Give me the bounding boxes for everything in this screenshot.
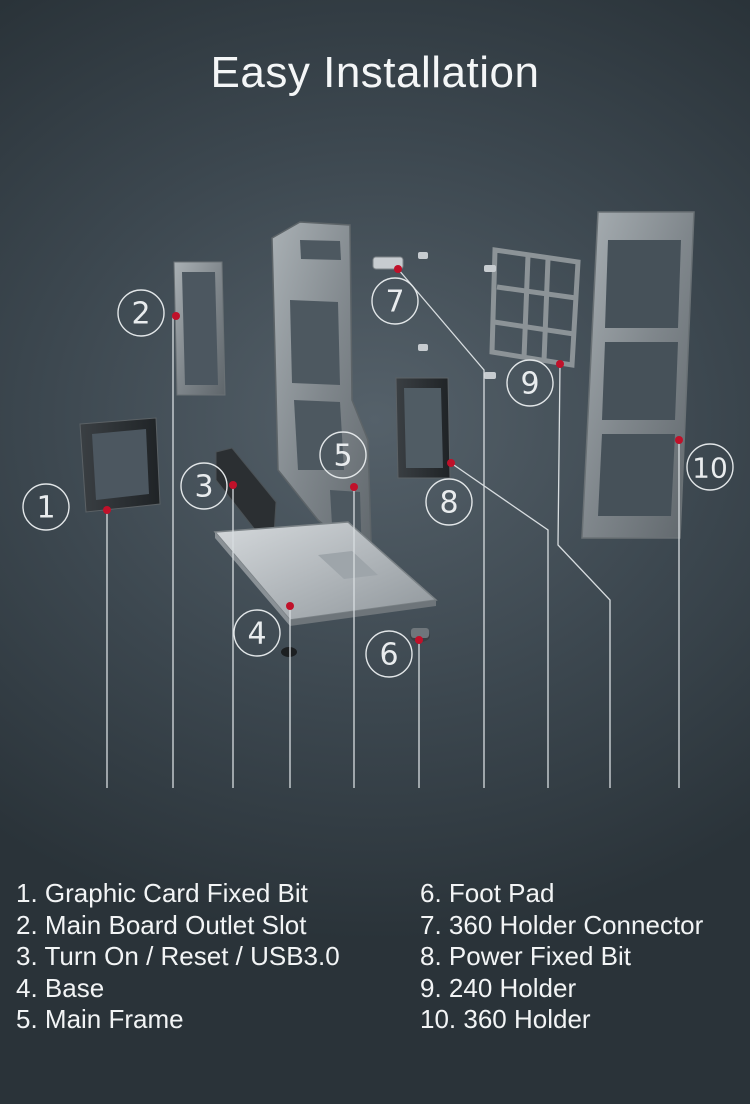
part-main-frame	[271, 221, 373, 576]
callout-circle-10	[686, 443, 734, 491]
marker-9	[556, 360, 564, 368]
callout-numbers: 1 2 3 4 5 6 7 8 9 10	[36, 285, 727, 673]
part-graphic-card-fixed-bit	[79, 417, 161, 513]
marker-1	[103, 506, 111, 514]
marker-7	[394, 265, 402, 273]
part-power-reset-usb-panel	[215, 447, 277, 537]
callout-circle-7	[371, 277, 419, 325]
callout-number-10: 10	[692, 452, 728, 485]
leader-lines	[106, 268, 680, 788]
legend-item: 1. Graphic Card Fixed Bit	[16, 878, 308, 908]
legend-item: 5. Main Frame	[16, 1004, 184, 1034]
page-title: Easy Installation	[210, 48, 540, 97]
callout-circle-8	[425, 478, 473, 526]
callout-number-2: 2	[131, 297, 150, 332]
part-360-holder	[581, 211, 695, 539]
marker-3	[229, 481, 237, 489]
leader-line-9	[557, 363, 611, 788]
callout-circle-2	[117, 289, 165, 337]
marker-10	[675, 436, 683, 444]
callout-circle-9	[506, 359, 554, 407]
part-base	[213, 521, 438, 626]
part-240-holder	[489, 247, 581, 368]
callout-number-4: 4	[247, 617, 266, 652]
marker-2	[172, 312, 180, 320]
callout-circle-5	[319, 431, 367, 479]
marker-4	[286, 602, 294, 610]
callout-number-7: 7	[385, 285, 404, 320]
marker-6	[415, 636, 423, 644]
callout-number-6: 6	[379, 638, 398, 673]
leader-line-8	[450, 462, 549, 788]
marker-8	[447, 459, 455, 467]
legend-item: 9. 240 Holder	[420, 972, 577, 1003]
callout-circles	[22, 277, 734, 678]
callout-number-8: 8	[439, 486, 458, 521]
legend-right-column: 6. Foot Pad 7. 360 Holder Connector 8. P…	[420, 878, 703, 1036]
legend-item: 10. 360 Holder	[420, 1004, 591, 1034]
callout-circle-1	[22, 483, 70, 531]
part-main-board-outlet-slot	[173, 261, 226, 396]
legend-item: 4. Base	[16, 972, 105, 1003]
callout-markers	[103, 265, 683, 644]
leader-line-7	[397, 268, 485, 788]
part-power-fixed-bit	[395, 377, 451, 479]
legend-left-column: 1. Graphic Card Fixed Bit 2. Main Board …	[16, 878, 340, 1036]
marker-5	[350, 483, 358, 491]
legend-item: 8. Power Fixed Bit	[420, 941, 631, 971]
callout-number-9: 9	[520, 367, 539, 402]
callout-number-5: 5	[333, 439, 352, 474]
callout-circle-3	[180, 462, 228, 510]
callout-circle-4	[233, 609, 281, 657]
callout-number-1: 1	[36, 491, 55, 526]
part-foot-pad	[281, 628, 430, 657]
legend-item: 6. Foot Pad	[420, 878, 555, 908]
legend-item: 3. Turn On / Reset / USB3.0	[16, 941, 340, 971]
callout-circle-6	[365, 630, 413, 678]
legend-item: 2. Main Board Outlet Slot	[16, 909, 307, 940]
exploded-view-diagram: 1 2 3 4 5 6 7 8 9 10	[22, 211, 734, 788]
legend-item: 7. 360 Holder Connector	[420, 909, 704, 940]
callout-number-3: 3	[194, 470, 213, 505]
